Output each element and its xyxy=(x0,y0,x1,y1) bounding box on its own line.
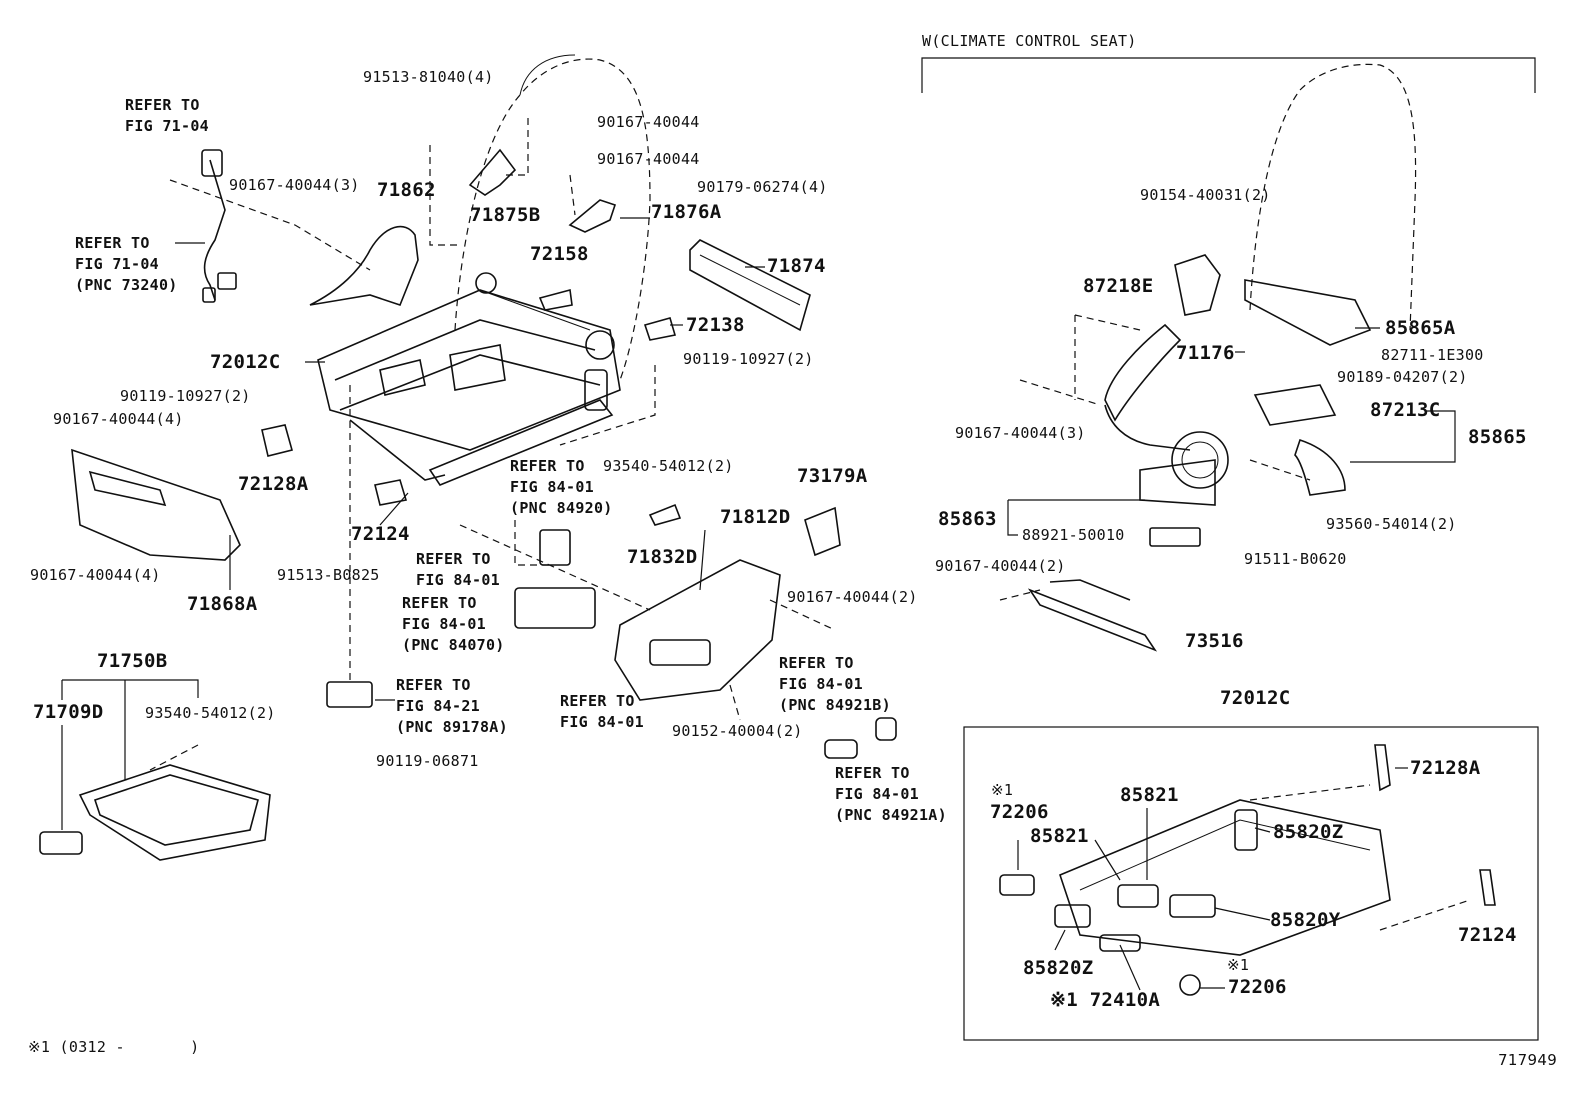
footnote: ※1 (0312 - ) xyxy=(28,1038,200,1056)
label-73179A: 73179A xyxy=(797,465,868,487)
label-90167-40044-2b: 90167-40044(2) xyxy=(935,557,1066,575)
label-refer-fig84-21: REFER TO FIG 84-21 (PNC 89178A) xyxy=(396,676,508,736)
label-inset-note1b: ※1 xyxy=(1227,956,1250,974)
label-refer-fig84-a: REFER TO FIG 84-01 xyxy=(416,550,500,589)
label-71832D: 71832D xyxy=(627,546,698,568)
label-72138: 72138 xyxy=(686,314,745,336)
label-inset-72206a: 72206 xyxy=(990,801,1049,823)
label-inset-note1a: ※1 xyxy=(991,781,1014,799)
label-93540-54012-b: 93540-54012(2) xyxy=(145,704,276,722)
climate-blower-assembly xyxy=(1027,254,1372,652)
label-71868A: 71868A xyxy=(187,593,258,615)
tray-71750B xyxy=(78,764,271,861)
diagram-id: 717949 xyxy=(1498,1051,1558,1069)
label-90167-40044-4a: 90167-40044(4) xyxy=(53,410,184,428)
label-85865: 85865 xyxy=(1468,426,1527,448)
label-71876A: 71876A xyxy=(651,201,722,223)
label-72012C-inset: 72012C xyxy=(1220,687,1291,709)
label-refer-fig84-84921B: REFER TO FIG 84-01 (PNC 84921B) xyxy=(779,654,891,714)
label-93540-54012-a: 93540-54012(2) xyxy=(603,457,734,475)
label-inset-72410A: ※1 72410A xyxy=(1050,989,1161,1011)
label-91511-B0620: 91511-B0620 xyxy=(1244,550,1347,568)
label-90189-04207: 90189-04207(2) xyxy=(1337,368,1468,386)
label-88921-50010: 88921-50010 xyxy=(1022,526,1125,544)
label-72128A: 72128A xyxy=(238,473,309,495)
climate-seat-bracket xyxy=(921,57,1536,93)
strap-71862 xyxy=(309,225,419,306)
label-87213C: 87213C xyxy=(1370,399,1441,421)
label-71750B: 71750B xyxy=(97,650,168,672)
harness-cable xyxy=(203,159,226,301)
label-71874: 71874 xyxy=(767,255,826,277)
label-72158: 72158 xyxy=(530,243,589,265)
label-90119-06871: 90119-06871 xyxy=(376,752,479,770)
label-71862: 71862 xyxy=(377,179,436,201)
seat-frame xyxy=(317,272,621,486)
label-85863: 85863 xyxy=(938,508,997,530)
switch-housing-71812D xyxy=(614,559,781,701)
label-90119-10927-b: 90119-10927(2) xyxy=(120,387,251,405)
label-90119-10927-a: 90119-10927(2) xyxy=(683,350,814,368)
label-refer-fig84-84921A: REFER TO FIG 84-01 (PNC 84921A) xyxy=(835,764,947,824)
label-90167-40044-b: 90167-40044 xyxy=(597,150,700,168)
label-inset-72124: 72124 xyxy=(1458,924,1517,946)
header-label: W(CLIMATE CONTROL SEAT) xyxy=(922,32,1137,50)
label-refer-fig71-a: REFER TO FIG 71-04 xyxy=(125,96,209,135)
label-87218E: 87218E xyxy=(1083,275,1154,297)
label-refer-fig84-84070: REFER TO FIG 84-01 (PNC 84070) xyxy=(402,594,505,654)
label-72124: 72124 xyxy=(351,523,410,545)
label-inset-85820Y: 85820Y xyxy=(1270,909,1341,931)
seatback-outline-right xyxy=(1249,63,1417,331)
inset-frame xyxy=(963,726,1539,1041)
label-90167-40044-4b: 90167-40044(4) xyxy=(30,566,161,584)
label-90167-40044-3b: 90167-40044(3) xyxy=(955,424,1086,442)
label-90154-40031: 90154-40031(2) xyxy=(1140,186,1271,204)
label-inset-85821a: 85821 xyxy=(1120,784,1179,806)
rail-71874 xyxy=(689,239,811,332)
label-inset-72128A: 72128A xyxy=(1410,757,1481,779)
label-73516: 73516 xyxy=(1185,630,1244,652)
label-90167-40044-a: 90167-40044 xyxy=(597,113,700,131)
label-inset-85820Z-b: 85820Z xyxy=(1023,957,1094,979)
label-90167-40044-2a: 90167-40044(2) xyxy=(787,588,918,606)
label-refer-fig84-b: REFER TO FIG 84-01 xyxy=(560,692,644,731)
label-refer-fig71-b: REFER TO FIG 71-04 (PNC 73240) xyxy=(75,234,178,294)
label-90152-40004: 90152-40004(2) xyxy=(672,722,803,740)
seatback-outline-left xyxy=(454,58,651,381)
inset-mechanism xyxy=(999,744,1496,996)
label-inset-72206b: 72206 xyxy=(1228,976,1287,998)
label-inset-85821b: 85821 xyxy=(1030,825,1089,847)
label-71812D: 71812D xyxy=(720,506,791,528)
label-90179-06274: 90179-06274(4) xyxy=(697,178,828,196)
label-91513-B0825: 91513-B0825 xyxy=(277,566,380,584)
label-85865A: 85865A xyxy=(1385,317,1456,339)
label-71709D: 71709D xyxy=(33,701,104,723)
label-inset-85820Z-a: 85820Z xyxy=(1273,821,1344,843)
label-90167-40044-3: 90167-40044(3) xyxy=(229,176,360,194)
label-72012C: 72012C xyxy=(210,351,281,373)
side-shield xyxy=(71,448,241,561)
label-71875B: 71875B xyxy=(470,204,541,226)
label-71176: 71176 xyxy=(1176,342,1235,364)
label-refer-fig84-84920: REFER TO FIG 84-01 (PNC 84920) xyxy=(510,457,613,517)
label-82711-1E300: 82711-1E300 xyxy=(1381,346,1484,364)
label-93560-54014: 93560-54014(2) xyxy=(1326,515,1457,533)
label-91513-81040: 91513-81040(4) xyxy=(363,68,494,86)
